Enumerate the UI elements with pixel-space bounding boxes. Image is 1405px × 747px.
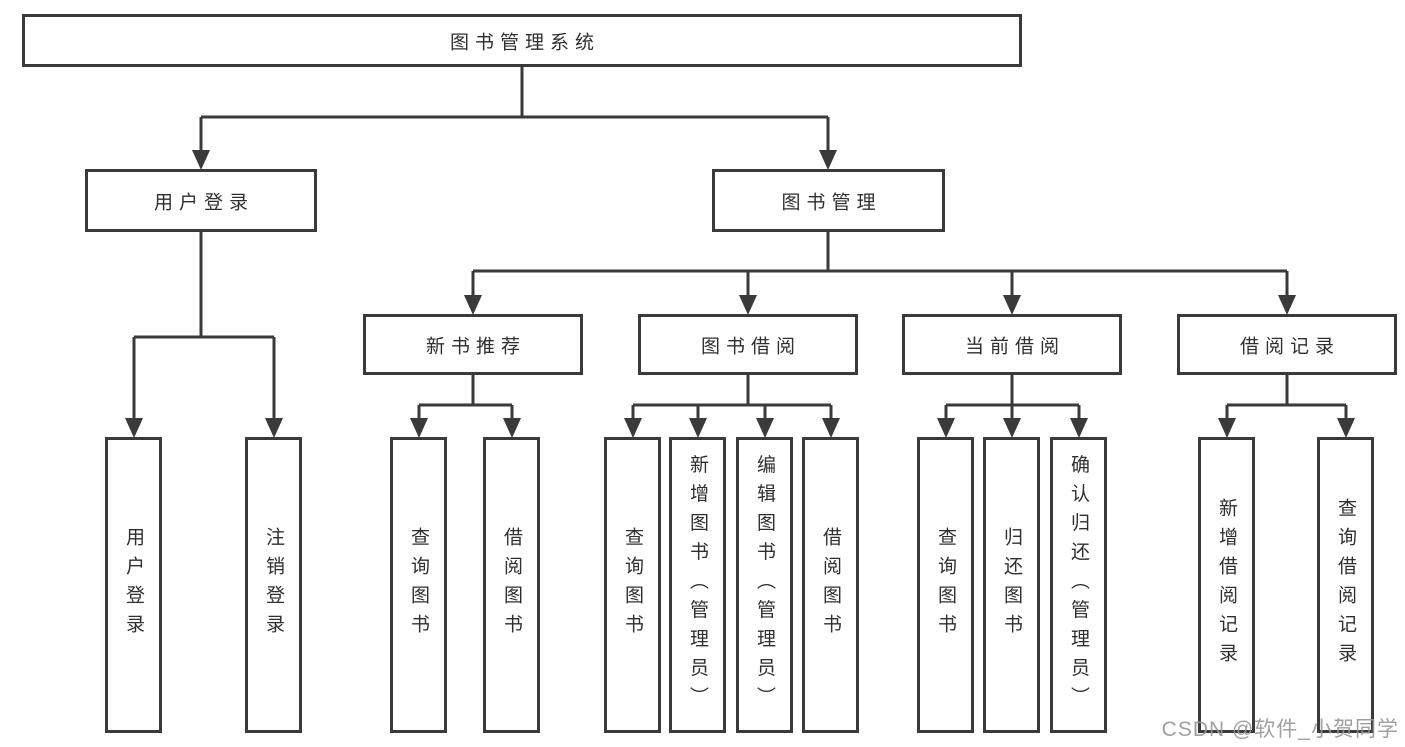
edge-root-to-level2 xyxy=(199,67,830,152)
watermark: CSDN @软件_小贺同学 xyxy=(1161,718,1399,741)
node-leaf-query-books-3: 查询图书 xyxy=(917,437,974,733)
arrow-down-icon xyxy=(819,150,837,170)
arrow-down-icon xyxy=(756,418,774,438)
edge-userlogin-branch xyxy=(132,232,276,420)
node-leaf-add-books-admin: 新增图书（管理员） xyxy=(669,437,726,733)
node-leaf-borrow-books-1: 借阅图书 xyxy=(483,437,540,733)
arrow-down-icon xyxy=(1070,418,1088,438)
arrow-down-icon xyxy=(739,295,757,315)
arrow-down-icon xyxy=(1278,295,1296,315)
node-label: 当前借阅 xyxy=(964,336,1066,357)
arrow-down-icon xyxy=(125,418,143,438)
node-label: 查询图书 xyxy=(622,527,643,643)
node-leaf-user-login: 用户登录 xyxy=(105,437,162,733)
node-user-login: 用户登录 xyxy=(85,169,317,232)
node-leaf-edit-books-admin: 编辑图书（管理员） xyxy=(736,437,793,733)
node-label: 用户登录 xyxy=(123,527,144,643)
node-leaf-query-borrow-record: 查询借阅记录 xyxy=(1317,437,1374,733)
node-label: 新增借阅记录 xyxy=(1216,498,1237,672)
node-current-borrow: 当前借阅 xyxy=(902,314,1122,375)
node-label: 归还图书 xyxy=(1001,527,1022,643)
arrow-down-icon xyxy=(410,418,428,438)
node-label: 查询借阅记录 xyxy=(1335,498,1356,672)
arrow-down-icon xyxy=(192,150,210,170)
node-new-book-recommend: 新书推荐 xyxy=(363,314,583,375)
arrow-down-icon xyxy=(689,418,707,438)
edge-bookmgmt-branch xyxy=(471,232,1289,297)
arrow-down-icon xyxy=(1003,295,1021,315)
node-leaf-return-books: 归还图书 xyxy=(983,437,1040,733)
arrow-down-icon xyxy=(624,418,642,438)
node-label: 图书管理系统 xyxy=(449,32,601,53)
arrow-down-icon xyxy=(1003,418,1021,438)
node-book-borrow: 图书借阅 xyxy=(638,314,858,375)
arrow-down-icon xyxy=(503,418,521,438)
arrow-down-icon xyxy=(1337,418,1355,438)
edge-newbook-branch xyxy=(417,375,514,420)
edge-borrowrecords-branch xyxy=(1225,375,1348,420)
arrow-down-icon xyxy=(464,295,482,315)
node-label: 新增图书（管理员） xyxy=(687,454,708,716)
node-leaf-query-books-1: 查询图书 xyxy=(390,437,447,733)
node-root-system: 图书管理系统 xyxy=(22,14,1022,67)
node-label: 借阅图书 xyxy=(820,527,841,643)
node-leaf-logout: 注销登录 xyxy=(245,437,302,733)
arrow-down-icon xyxy=(822,418,840,438)
node-leaf-borrow-books-2: 借阅图书 xyxy=(802,437,859,733)
node-label: 新书推荐 xyxy=(425,336,527,357)
arrow-down-icon xyxy=(937,418,955,438)
node-label: 编辑图书（管理员） xyxy=(754,454,775,716)
edge-bookborrow-branch xyxy=(631,375,833,420)
arrow-down-icon xyxy=(265,418,283,438)
node-label: 查询图书 xyxy=(408,527,429,643)
node-label: 图书借阅 xyxy=(700,336,802,357)
node-book-management: 图书管理 xyxy=(712,169,945,232)
node-label: 用户登录 xyxy=(153,192,255,213)
node-borrow-records: 借阅记录 xyxy=(1177,314,1397,375)
node-leaf-query-books-2: 查询图书 xyxy=(604,437,661,733)
node-label: 确认归还（管理员） xyxy=(1068,454,1089,716)
edge-currentborrow-branch xyxy=(944,375,1081,420)
node-leaf-confirm-return-admin: 确认归还（管理员） xyxy=(1050,437,1107,733)
arrow-down-icon xyxy=(1218,418,1236,438)
node-label: 借阅记录 xyxy=(1239,336,1341,357)
node-label: 查询图书 xyxy=(935,527,956,643)
node-label: 图书管理 xyxy=(781,192,882,213)
node-label: 注销登录 xyxy=(263,527,284,643)
node-label: 借阅图书 xyxy=(501,527,522,643)
node-leaf-add-borrow-record: 新增借阅记录 xyxy=(1198,437,1255,733)
